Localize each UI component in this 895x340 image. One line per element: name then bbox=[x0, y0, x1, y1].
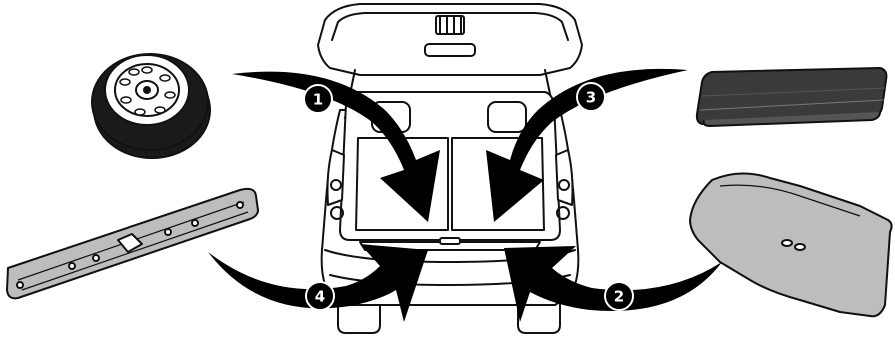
callout-2-label: 2 bbox=[614, 288, 624, 306]
callout-4: 4 bbox=[306, 282, 334, 310]
callout-1: 1 bbox=[304, 85, 332, 113]
callout-1-label: 1 bbox=[313, 91, 323, 109]
luggage-cover bbox=[697, 68, 887, 126]
callout-3: 3 bbox=[577, 83, 605, 111]
spare-wheel bbox=[92, 54, 210, 158]
callout-2: 2 bbox=[605, 282, 633, 310]
rear-bumper-trim bbox=[7, 189, 258, 298]
callout-4-label: 4 bbox=[315, 288, 325, 306]
floor-board bbox=[690, 173, 892, 316]
callout-3-label: 3 bbox=[586, 89, 596, 107]
